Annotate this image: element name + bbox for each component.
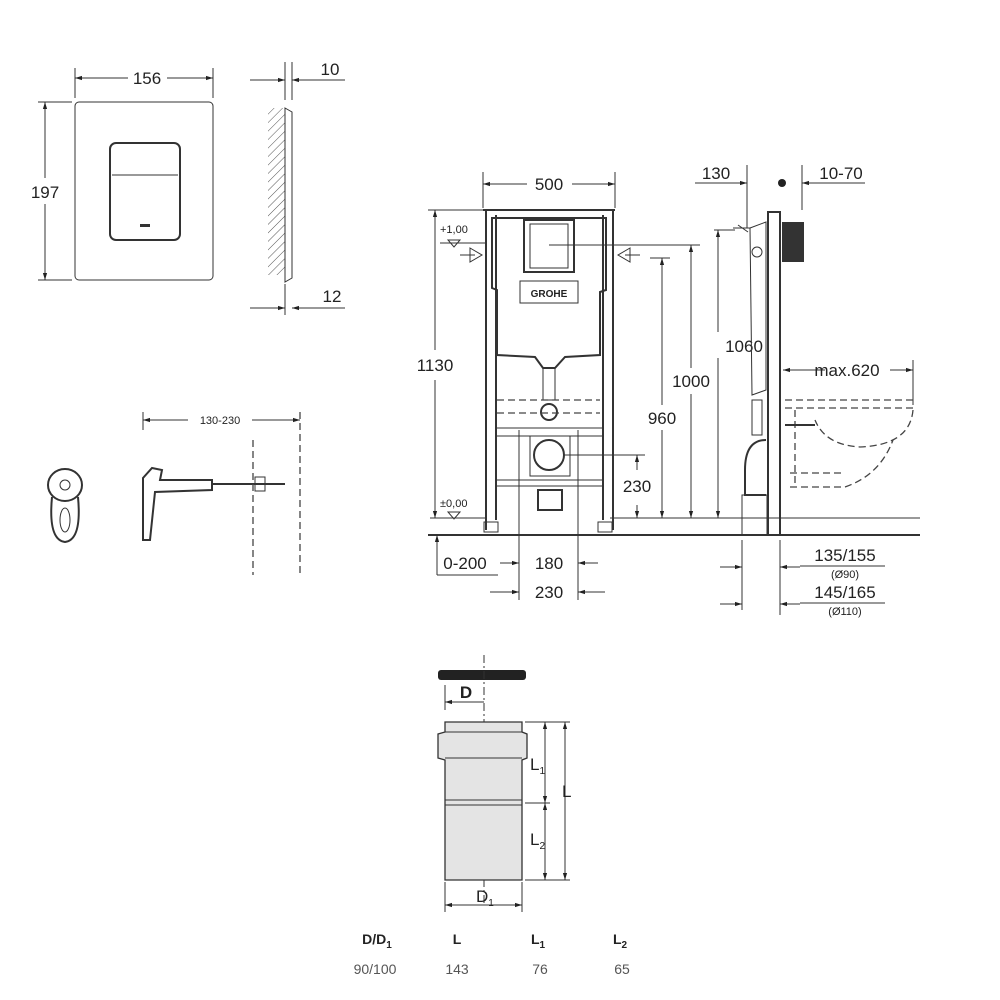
pipe-d1-label: D1 [476, 887, 494, 909]
table-cell: 143 [445, 961, 469, 977]
frame-width-label: 500 [535, 175, 563, 194]
table-header: L1 [531, 931, 546, 951]
table-header: L2 [613, 931, 628, 951]
pipe-d-label: D [460, 683, 472, 702]
pipe-l1-label: L1 [530, 755, 545, 777]
dn90-note: (Ø90) [831, 569, 859, 581]
bolt-spacing-label: 180 [535, 554, 563, 573]
grohe-logo: GROHE [531, 289, 568, 300]
pipe-l-label: L [562, 782, 571, 801]
depth-130-label: 130 [702, 164, 730, 183]
level-top-label: +1,00 [440, 224, 468, 236]
drain-height-label: 230 [623, 477, 651, 496]
pipe-l2-label: L2 [530, 830, 545, 852]
plate-depth-label: 12 [323, 287, 342, 306]
plate-width-label: 156 [133, 69, 161, 88]
height-960-label: 960 [648, 409, 676, 428]
dn110-dimension-label: 145/165 [814, 583, 875, 602]
level-zero-label: ±0,00 [440, 498, 467, 510]
frame-side-view: 130 10-70 max.620 135/155 (Ø90) 145/165 … [695, 164, 914, 618]
pipe-adapter-detail: D L L1 L2 D1 [437, 655, 571, 912]
frame-front-view: 500 GROHE +1,00 ±0,00 1130 [417, 172, 920, 602]
flush-plate-front-view: 156 197 [31, 68, 214, 281]
table-cell: 76 [532, 961, 548, 977]
table-header: L [453, 931, 462, 947]
table-header: D/D1 [362, 931, 392, 951]
pipe-spacing-label: 230 [535, 583, 563, 602]
table-cell: 90/100 [354, 961, 397, 977]
table-cell: 65 [614, 961, 630, 977]
dimension-table: D/D1 L L1 L2 90/100 143 76 65 [354, 931, 630, 977]
wall-gap-label: 10-70 [819, 164, 862, 183]
height-dimensions: 1000 960 1060 [630, 229, 763, 518]
plate-thickness-label: 10 [321, 60, 340, 79]
height-1000-label: 1000 [672, 372, 710, 391]
dn110-note: (Ø110) [828, 606, 861, 618]
height-1060-label: 1060 [725, 337, 763, 356]
max-projection-label: max.620 [814, 361, 879, 380]
frame-height-label: 1130 [417, 356, 454, 375]
flush-plate-side-view: 10 12 [250, 60, 345, 315]
plate-height-label: 197 [31, 183, 59, 202]
offset-label: 0-200 [443, 554, 486, 573]
dn90-dimension-label: 135/155 [814, 546, 875, 565]
actuator-detail: 130-230 [47, 412, 301, 575]
actuator-range-label: 130-230 [200, 415, 240, 427]
